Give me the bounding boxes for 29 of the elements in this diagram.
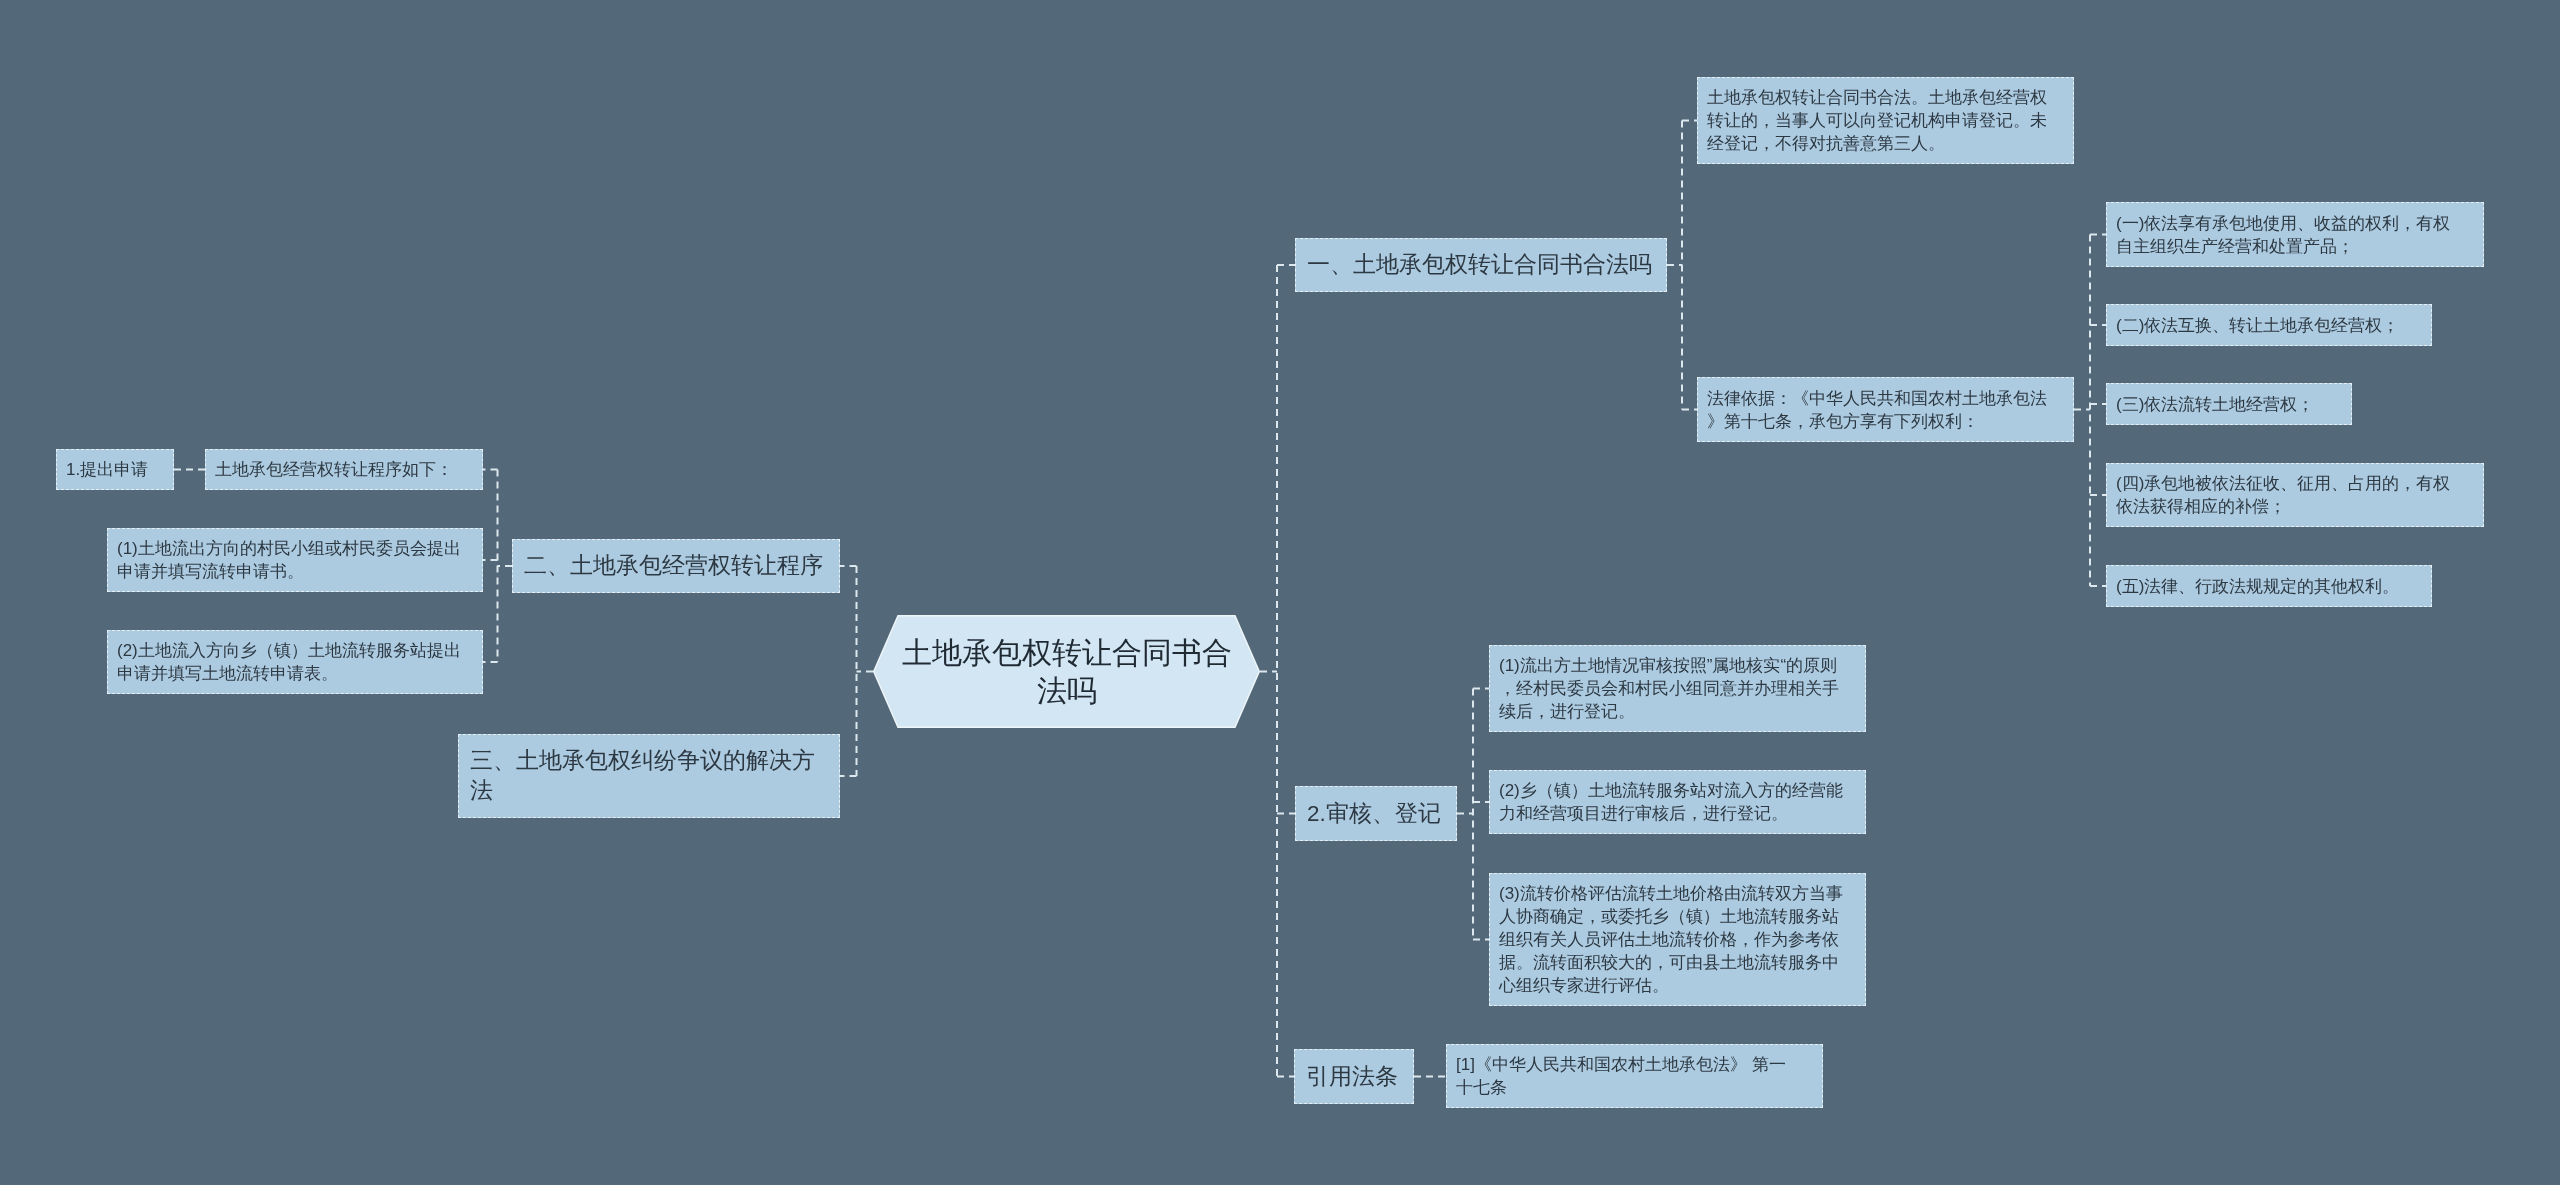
connector-line [173, 468, 206, 471]
connector-line [1456, 687, 1490, 941]
subtopic-box: (二)依法互换、转让土地承包经营权； [2106, 304, 2432, 346]
subtopic-box: 1.提出申请 [56, 449, 174, 490]
subtopic-box: (三)依法流转土地经营权； [2106, 383, 2352, 425]
subtopic-box: (2)乡（镇）土地流转服务站对流入方的经营能力和经营项目进行审核后，进行登记。 [1489, 770, 1866, 834]
connector-line [1666, 119, 1698, 411]
subtopic-box: 土地承包经营权转让程序如下： [205, 449, 483, 490]
topic-box: 引用法条 [1294, 1049, 1414, 1104]
topic-box: 三、土地承包权纠纷争议的解决方法 [458, 734, 840, 818]
subtopic-box: (五)法律、行政法规规定的其他权利。 [2106, 565, 2432, 607]
connector-line [839, 565, 874, 777]
subtopic-box: 法律依据：《中华人民共和国农村土地承包法》第十七条，承包方享有下列权利： [1697, 377, 2074, 442]
topic-box: 二、土地承包经营权转让程序 [512, 539, 840, 593]
connector-line [1259, 264, 1296, 1078]
subtopic-box: [1]《中华人民共和国农村土地承包法》 第一十七条 [1446, 1044, 1823, 1108]
central-topic: 土地承包权转让合同书合法吗 [873, 615, 1260, 728]
subtopic-box: 土地承包权转让合同书合法。土地承包经营权转让的，当事人可以向登记机构申请登记。未经登记，不得对抗善意第三人。 [1697, 77, 2074, 164]
topic-box: 2.审核、登记 [1295, 786, 1457, 841]
subtopic-box: (四)承包地被依法征收、征用、占用的，有权依法获得相应的补偿； [2106, 463, 2484, 527]
topic-box: 一、土地承包权转让合同书合法吗 [1295, 238, 1667, 292]
connector-line [482, 468, 513, 663]
subtopic-box: (3)流转价格评估流转土地价格由流转双方当事人协商确定，或委托乡（镇）土地流转服务站组织有关人员评估土地流转价格，作为参考依据。流转面积较大的，可由县土地流转服务中心组织专家进行评估。 [1489, 873, 1866, 1006]
subtopic-box: (2)土地流入方向乡（镇）土地流转服务站提出申请并填写土地流转申请表。 [107, 630, 483, 694]
subtopic-box: (1)流出方土地情况审核按照”属地核实“的原则，经村民委员会和村民小组同意并办理相关手续后，进行登记。 [1489, 645, 1866, 732]
connector-line [2073, 233, 2107, 587]
connector-line [1413, 1075, 1447, 1078]
subtopic-box: (1)土地流出方向的村民小组或村民委员会提出申请并填写流转申请书。 [107, 528, 483, 592]
subtopic-box: (一)依法享有承包地使用、收益的权利，有权自主组织生产经营和处置产品； [2106, 202, 2484, 267]
